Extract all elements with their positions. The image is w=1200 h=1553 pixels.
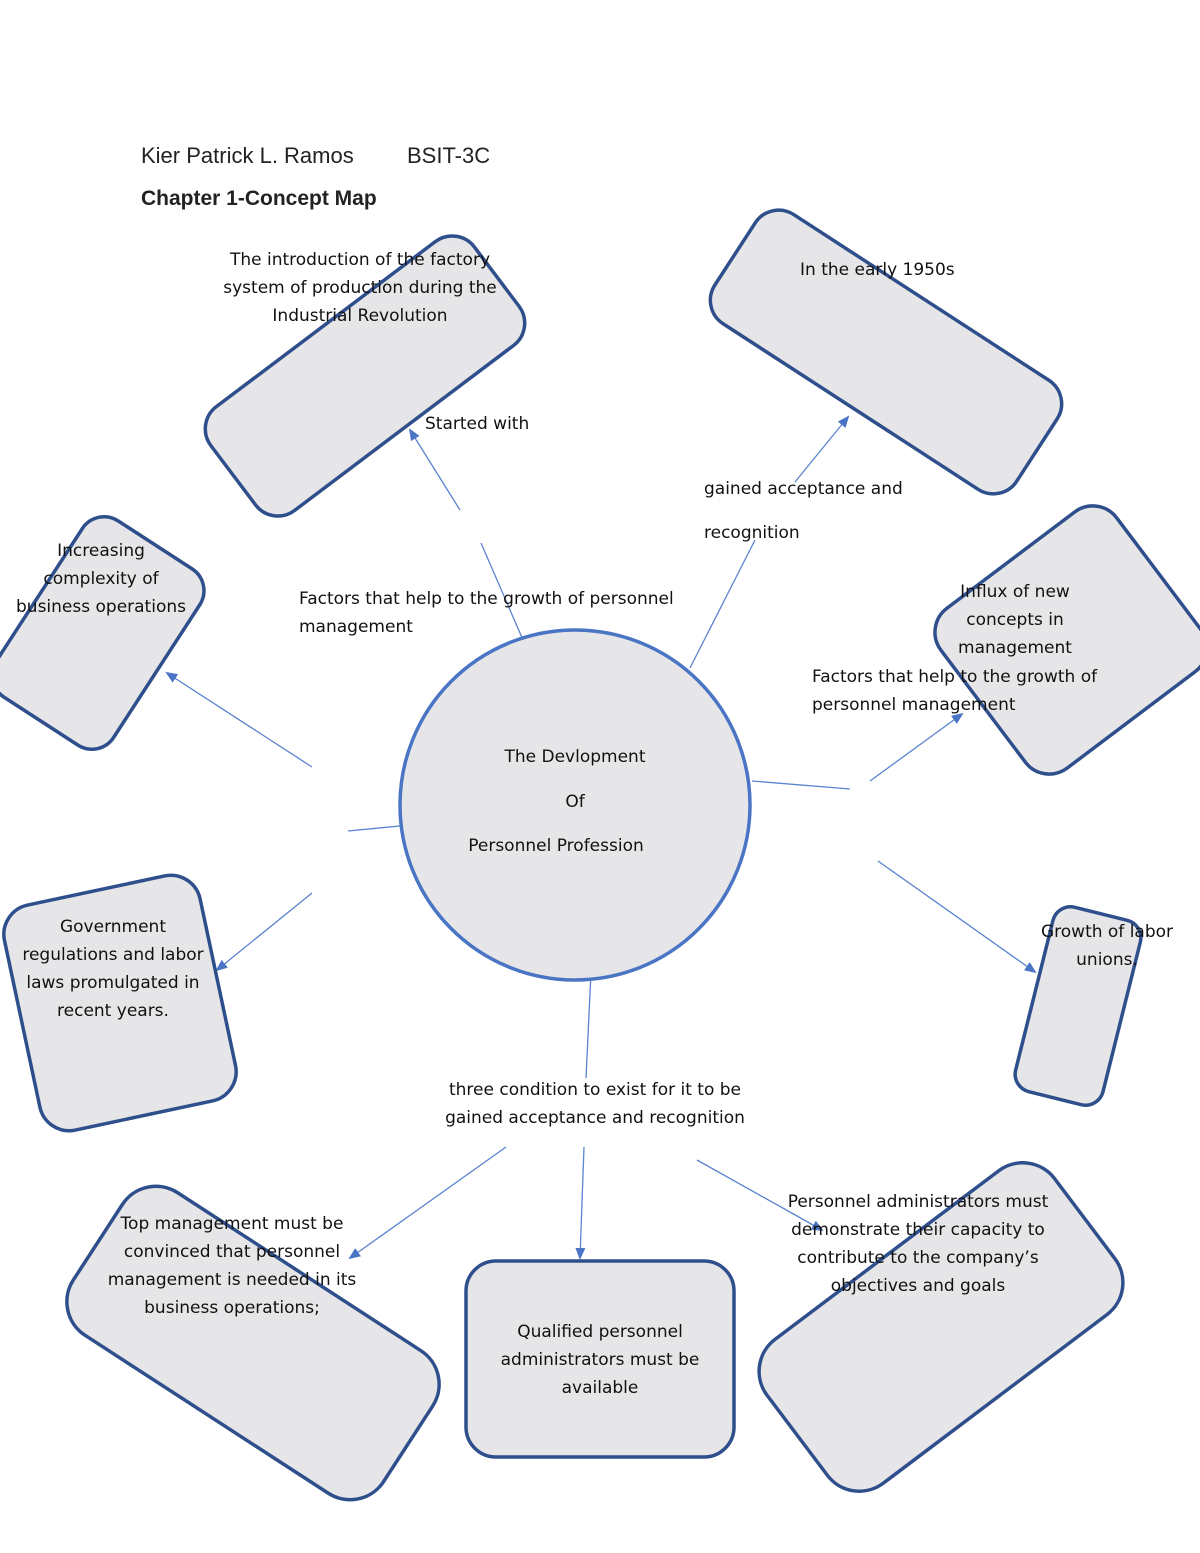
node-box-labor-unions xyxy=(1013,905,1143,1107)
connector-to-early1950s xyxy=(689,539,756,669)
connector-center-upper xyxy=(480,542,524,641)
center-title-line3: Personnel Profession xyxy=(468,836,644,856)
node-demonstrate-label: Personnel administrators must demonstrat… xyxy=(787,1192,1049,1296)
node-factory-label: The introduction of the factory system o… xyxy=(223,250,497,326)
node-influx-label: Influx of new concepts in management xyxy=(958,582,1072,658)
node-labor-unions-label: Growth of labor unions. xyxy=(1040,922,1174,970)
center-title-line1: The Devlopment xyxy=(504,747,646,767)
author-name: Kier Patrick L. Ramos xyxy=(141,143,354,168)
node-complexity-label: Increasing complexity of business operat… xyxy=(16,541,186,617)
node-box-influx xyxy=(933,504,1200,776)
node-qualified-label: Qualified personnel administrators must … xyxy=(500,1322,700,1398)
connector-to-early1950s-upper xyxy=(794,415,850,483)
node-government-label: Government regulations and labor laws pr… xyxy=(22,917,204,1021)
node-shapes xyxy=(0,208,1200,1502)
link-factors-left: Factors that help to the growth of perso… xyxy=(299,589,674,637)
link-started-with: Started with xyxy=(425,414,530,434)
node-box-demonstrate xyxy=(757,1161,1125,1493)
connector-center-down xyxy=(585,971,592,1079)
link-factors-right: Factors that help to the growth of perso… xyxy=(812,667,1098,715)
connector-to-influx xyxy=(869,712,964,782)
connector-to-top-management xyxy=(348,1146,507,1260)
connector-to-complexity xyxy=(165,671,313,768)
link-three-conditions: three condition to exist for it to be ga… xyxy=(445,1080,745,1128)
node-early1950s-label: In the early 1950s xyxy=(800,260,955,280)
center-title-line2: Of xyxy=(565,792,585,812)
connector-to-demonstrate xyxy=(696,1159,824,1231)
node-box-top-management xyxy=(65,1184,441,1502)
node-box-factory xyxy=(203,234,527,518)
connector-to-qualified xyxy=(575,1146,586,1260)
connector-center-right xyxy=(751,780,851,790)
connector-to-factory xyxy=(408,428,461,511)
link-gained-line2: recognition xyxy=(704,523,800,543)
center-node-circle xyxy=(398,628,752,982)
connector-to-government xyxy=(215,892,313,972)
node-box-early1950s xyxy=(708,208,1064,496)
node-box-complexity xyxy=(0,515,206,751)
class-section: BSIT-3C xyxy=(407,143,491,168)
node-box-qualified xyxy=(464,1259,736,1459)
node-top-management-label: Top management must be convinced that pe… xyxy=(107,1214,357,1318)
connector-to-labor-unions xyxy=(877,860,1037,974)
page-title: Chapter 1-Concept Map xyxy=(141,187,377,210)
link-gained-line1: gained acceptance and xyxy=(704,479,903,499)
node-box-government xyxy=(2,873,238,1133)
